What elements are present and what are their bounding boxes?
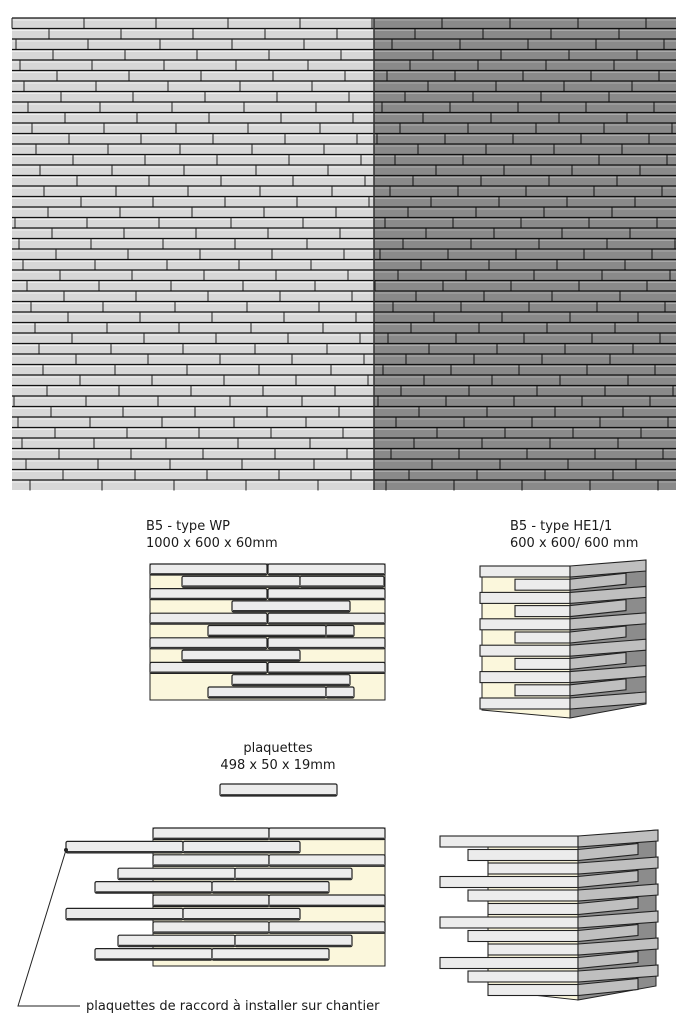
panel-he-left-brick bbox=[479, 644, 571, 657]
panel-he2-left-brick bbox=[487, 983, 579, 997]
panel-he-right-brick bbox=[569, 665, 647, 684]
panel-he-right-brick bbox=[569, 638, 647, 657]
plaquette-brick bbox=[149, 637, 268, 650]
panel-he-right-brick bbox=[569, 598, 627, 618]
plaquette-brick bbox=[268, 921, 386, 934]
plaquette-label: plaquettes 498 x 50 x 19mm bbox=[218, 740, 338, 774]
panel-wp-dimensions: 1000 x 600 x 60mm bbox=[146, 536, 278, 551]
plaquette-brick bbox=[182, 907, 301, 921]
panel-he-right-brick bbox=[569, 651, 627, 671]
panel-he-left-brick bbox=[479, 618, 571, 631]
panel-he-title: B5 - type HE1/1 bbox=[510, 519, 613, 534]
plaquette-brick bbox=[149, 661, 268, 675]
panel-he-left-brick bbox=[514, 684, 571, 697]
panel-he-right-brick bbox=[569, 585, 647, 604]
panel-he-with-connectors-drawing bbox=[439, 829, 659, 1001]
panel-he-right-brick bbox=[569, 559, 647, 578]
panel-he-right-brick bbox=[569, 612, 647, 631]
panel-wp-drawing bbox=[149, 563, 386, 701]
panel-wp-label: B5 - type WP 1000 x 600 x 60mm bbox=[146, 518, 278, 552]
panel-he-right-brick bbox=[569, 678, 627, 697]
wall-left-face bbox=[11, 17, 374, 491]
plaquette-brick bbox=[267, 637, 386, 650]
panel-he2-right-brick bbox=[577, 869, 639, 889]
plaquette-brick bbox=[268, 854, 386, 867]
panel-he-left-brick bbox=[514, 631, 571, 644]
plaquette-title: plaquettes bbox=[243, 741, 313, 756]
plaquette-brick bbox=[231, 600, 351, 613]
plaquette-brick bbox=[325, 624, 355, 638]
plaquette-brick bbox=[149, 563, 268, 576]
annotation-leader-dot bbox=[64, 848, 68, 852]
panel-he-label: B5 - type HE1/1 600 x 600/ 600 mm bbox=[510, 518, 638, 552]
panel-he2-right-brick bbox=[577, 896, 639, 916]
panel-he-left-brick bbox=[479, 565, 571, 578]
panel-he-left-brick bbox=[479, 697, 571, 710]
panel-he-corner-drawing bbox=[479, 559, 647, 719]
panel-he2-left-brick bbox=[439, 916, 579, 929]
plaquette-single-drawing bbox=[219, 783, 338, 797]
panel-he2-right-brick bbox=[577, 842, 639, 862]
plaquette-brick bbox=[325, 686, 355, 699]
panel-he-right-brick bbox=[569, 572, 627, 591]
panel-he-left-brick bbox=[479, 591, 571, 604]
panel-he-dimensions: 600 x 600/ 600 mm bbox=[510, 536, 639, 551]
panel-he2-left-brick bbox=[439, 835, 579, 848]
panel-he2-right-brick bbox=[577, 964, 659, 983]
panel-he-left-brick bbox=[479, 671, 571, 684]
plaquette-dimensions: 498 x 50 x 19mm bbox=[220, 758, 336, 773]
panel-he2-right-brick bbox=[577, 829, 659, 848]
panel-he2-right-brick bbox=[577, 883, 659, 902]
plaquette-brick bbox=[299, 575, 385, 588]
panel-wp-title: B5 - type WP bbox=[146, 519, 231, 534]
plaquette-brick bbox=[149, 587, 268, 601]
plaquette-brick bbox=[149, 612, 268, 625]
panel-he2-left-brick bbox=[487, 862, 579, 875]
panel-he-right-brick bbox=[569, 625, 627, 644]
panel-he2-left-brick bbox=[487, 902, 579, 916]
plaquette-brick bbox=[268, 827, 386, 841]
panel-he2-left-brick bbox=[439, 956, 579, 970]
panel-he2-right-brick bbox=[577, 950, 639, 970]
panel-he2-left-brick bbox=[467, 970, 579, 983]
plaquette-brick bbox=[211, 947, 330, 961]
brick-wall-corner-render bbox=[11, 17, 676, 491]
panel-he2-right-brick bbox=[577, 937, 659, 956]
wall-right-face bbox=[373, 17, 676, 491]
plaquette-brick bbox=[219, 783, 338, 797]
plaquette-brick bbox=[268, 894, 386, 908]
panel-he-left-brick bbox=[514, 578, 571, 591]
plaquette-brick bbox=[231, 674, 351, 687]
panel-he2-left-brick bbox=[467, 929, 579, 943]
plaquette-brick bbox=[267, 563, 386, 576]
plaquette-brick bbox=[181, 649, 301, 662]
plaquette-brick bbox=[267, 661, 386, 675]
wall-left-background bbox=[12, 18, 374, 490]
plaquette-brick bbox=[182, 840, 301, 854]
panel-he2-left-brick bbox=[439, 875, 579, 889]
panel-he2-right-brick bbox=[577, 910, 659, 929]
panel-he2-right-brick bbox=[577, 856, 659, 875]
plaquette-brick bbox=[267, 612, 386, 625]
plaquette-brick bbox=[234, 934, 353, 948]
wall-right-background bbox=[374, 18, 676, 490]
panel-he2-left-brick bbox=[467, 848, 579, 862]
panel-he-left-brick bbox=[514, 657, 571, 670]
panel-he2-left-brick bbox=[467, 889, 579, 902]
panel-wp-with-connectors-drawing bbox=[65, 827, 386, 967]
plaquette-brick bbox=[211, 880, 330, 894]
plaquette-brick bbox=[234, 867, 353, 881]
panel-he2-right-brick bbox=[577, 923, 639, 943]
plaquette-brick bbox=[267, 587, 386, 601]
annotation-leader-polyline bbox=[17, 849, 80, 1007]
panel-he2-right-brick bbox=[577, 977, 639, 997]
annotation-text: plaquettes de raccord à installer sur ch… bbox=[86, 999, 380, 1014]
annotation-leader-line bbox=[17, 848, 80, 1007]
panel-he-left-brick bbox=[514, 605, 571, 618]
panel-he2-left-brick bbox=[487, 943, 579, 956]
panel-he-right-brick bbox=[569, 691, 647, 710]
